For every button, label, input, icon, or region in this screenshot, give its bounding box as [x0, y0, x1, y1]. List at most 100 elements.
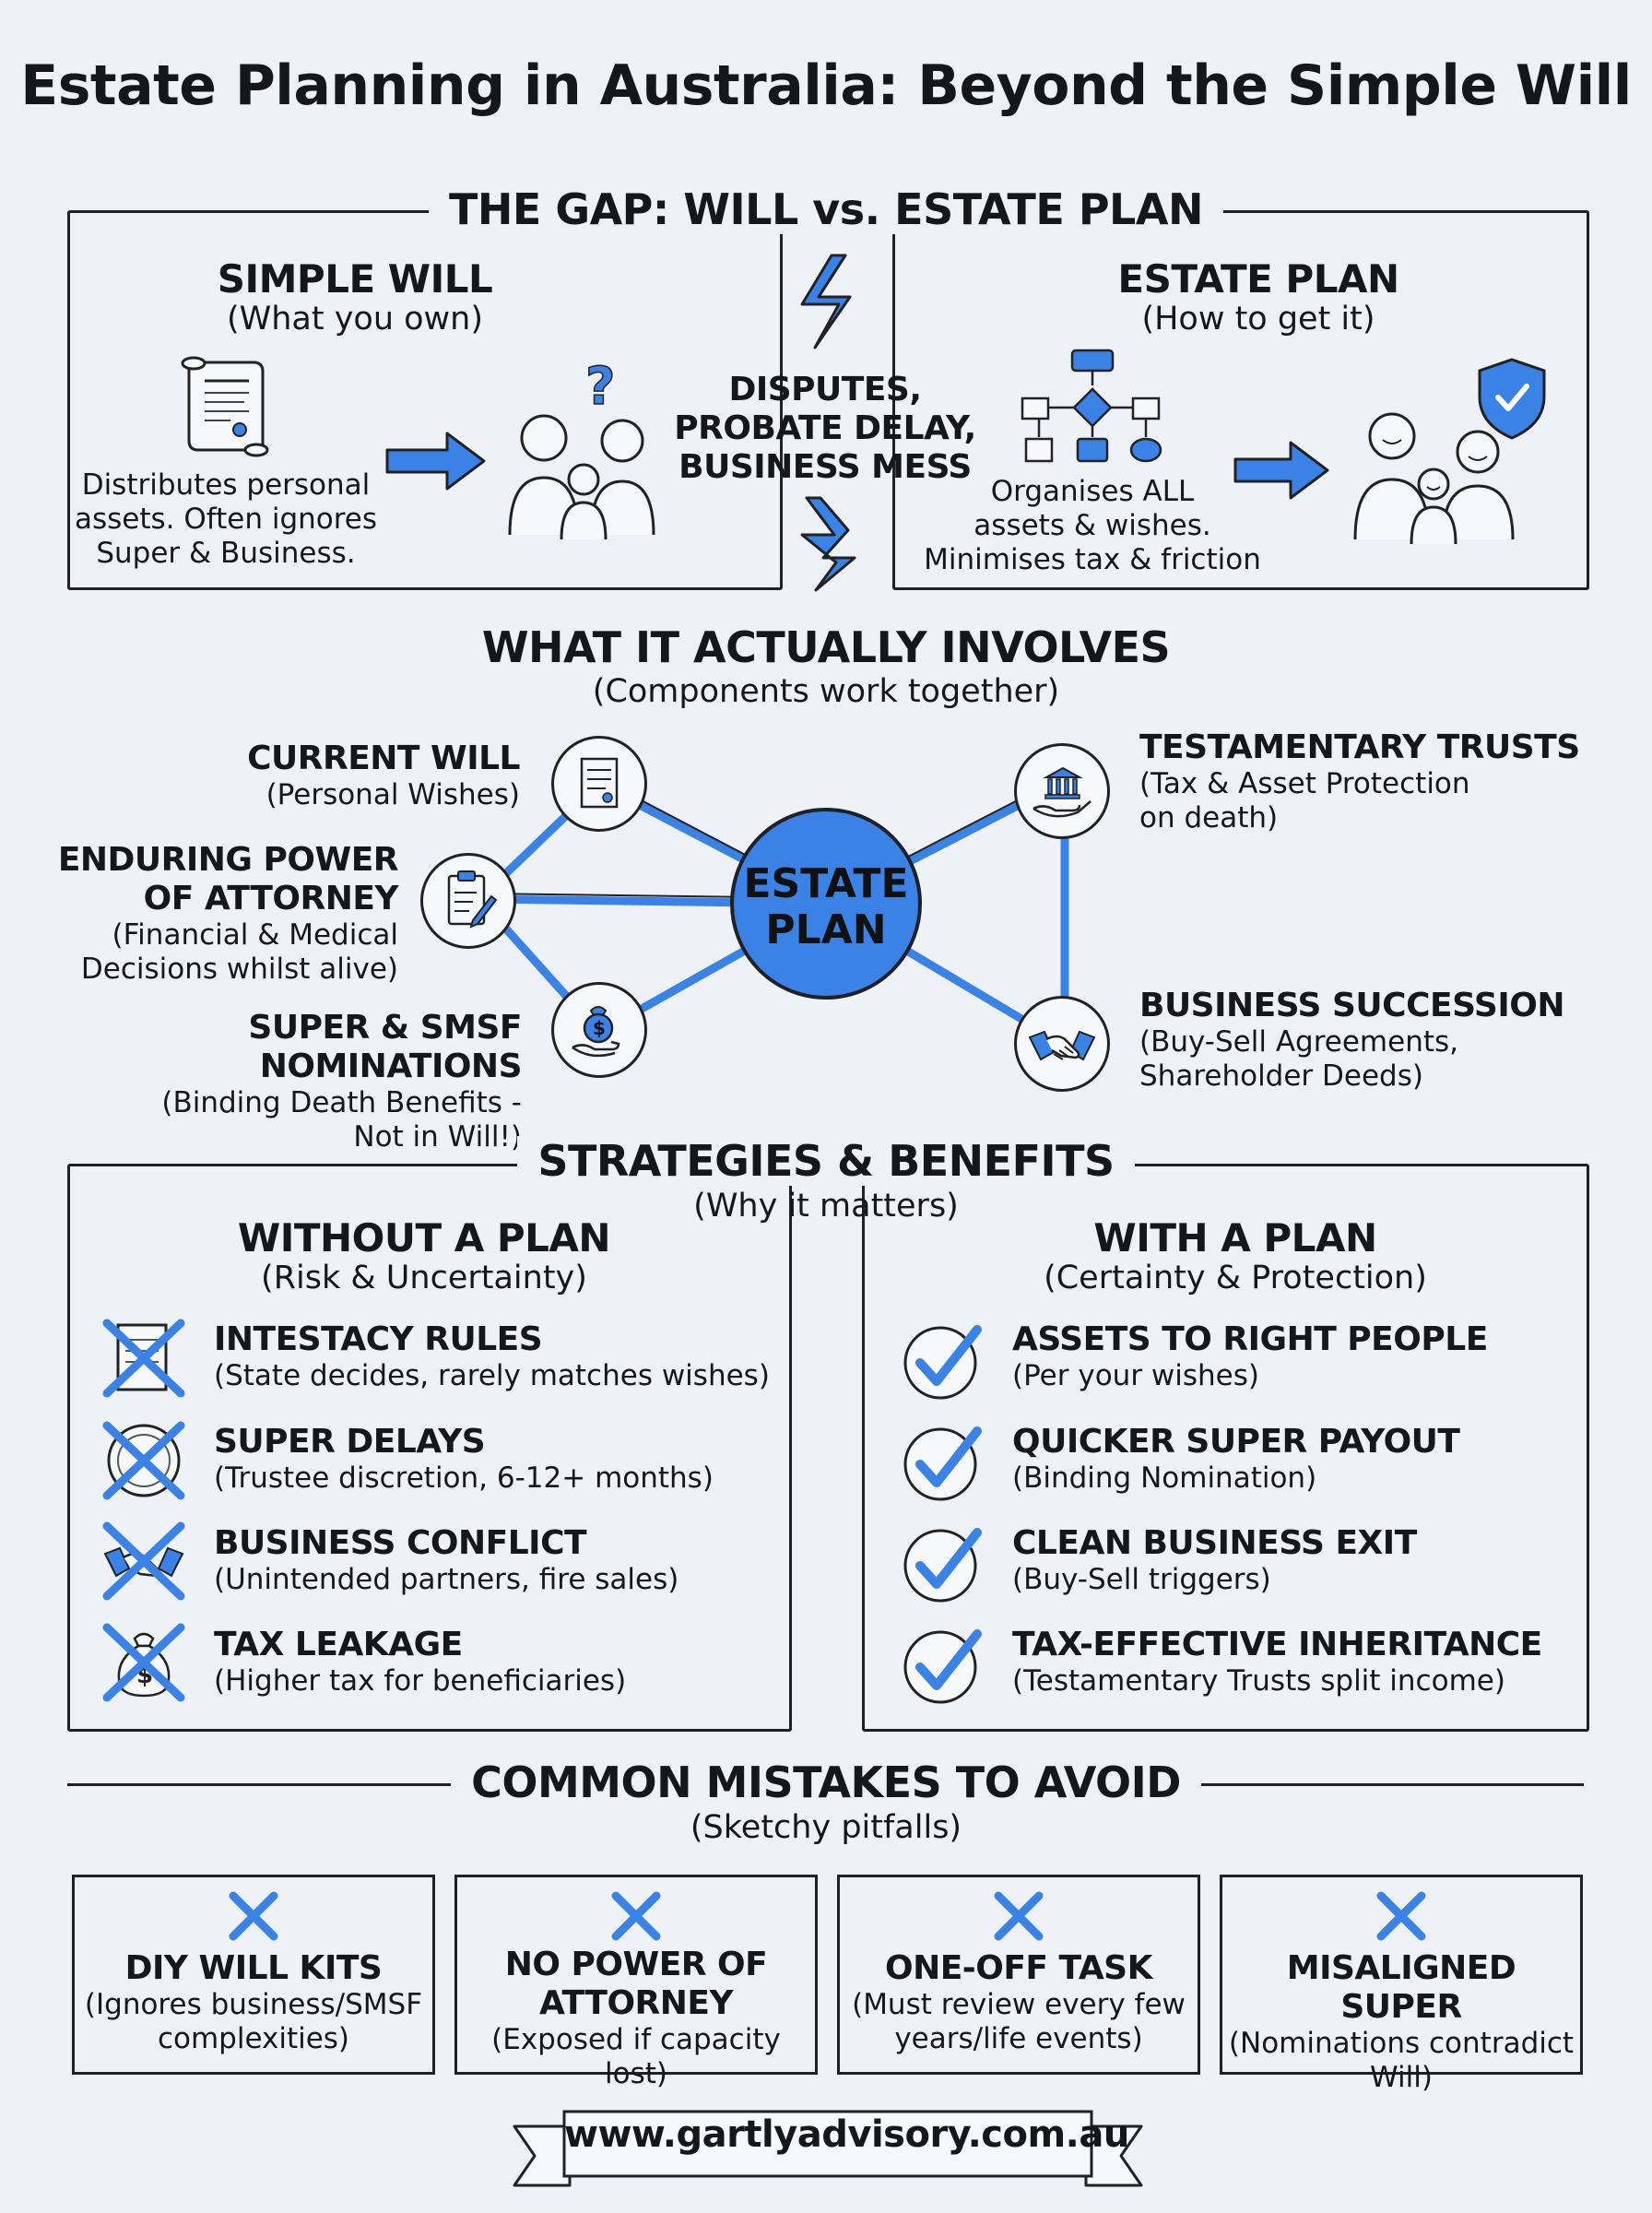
involves-subtitle: (Components work together) — [592, 673, 1060, 710]
quicker-super-payout-desc: (Binding Nomination) — [1012, 1462, 1317, 1495]
misaligned-super-desc-2: Will) — [1370, 2061, 1433, 2094]
estate-plan-desc-1: Organises ALL — [990, 475, 1195, 508]
mistakes-subtitle: (Sketchy pitfalls) — [690, 1809, 962, 1846]
without-plan-title: WITHOUT A PLAN — [237, 1215, 611, 1260]
misaligned-super-desc-1: (Nominations contradict — [1228, 2027, 1575, 2060]
footer-url-link[interactable]: www.gartlyadvisory.com.au — [564, 2113, 1129, 2156]
without-plan-box — [67, 1164, 792, 1732]
lightning-bolt-icon — [800, 254, 852, 349]
one-off-task-desc-2: years/life events) — [894, 2022, 1143, 2055]
intestacy-crossed-icon — [102, 1319, 185, 1398]
quicker-super-payout-title: QUICKER SUPER PAYOUT — [1012, 1423, 1460, 1461]
money-hand-icon: $ — [572, 1006, 620, 1058]
business-succession-node — [1014, 996, 1110, 1092]
clean-business-exit-desc: (Buy-Sell triggers) — [1012, 1563, 1271, 1596]
one-off-task-desc-1: (Must review every few — [852, 1988, 1186, 2021]
assets-right-people-desc: (Per your wishes) — [1012, 1359, 1259, 1392]
mistake-card-no-poa — [454, 1875, 818, 2075]
business-conflict-title: BUSINESS CONFLICT — [214, 1524, 587, 1562]
assets-right-people-title: ASSETS TO RIGHT PEOPLE — [1012, 1320, 1488, 1358]
tax-effective-inheritance-desc: (Testamentary Trusts split income) — [1012, 1664, 1505, 1698]
gap-issue-2: PROBATE DELAY, — [674, 409, 976, 447]
one-off-task-title: ONE-OFF TASK — [884, 1949, 1153, 1987]
x-mark-icon — [1376, 1891, 1426, 1941]
no-power-of-attorney-desc: (Exposed if capacity lost) — [491, 2023, 781, 2090]
x-mark-icon — [229, 1891, 278, 1941]
confused-family-icon: ? — [508, 356, 655, 540]
business-succession-subtitle-2: Shareholder Deeds) — [1139, 1059, 1423, 1093]
power-of-attorney-subtitle-1: (Financial & Medical — [112, 918, 398, 952]
testamentary-trusts-node — [1014, 743, 1110, 839]
diy-will-kits-desc-2: complexities) — [157, 2022, 350, 2055]
intestacy-rules-title: INTESTACY RULES — [214, 1320, 543, 1358]
x-mark-icon — [994, 1891, 1044, 1941]
footer-ribbon — [513, 2110, 1143, 2187]
simple-will-desc-2: assets. Often ignores — [74, 503, 378, 536]
without-plan-subtitle: (Risk & Uncertainty) — [261, 1260, 587, 1296]
clipboard-pen-icon — [447, 870, 498, 929]
super-delays-title: SUPER DELAYS — [214, 1423, 486, 1461]
checkmark-icon — [903, 1629, 982, 1704]
current-will-title: CURRENT WILL — [247, 740, 520, 777]
mistake-card-diy — [72, 1875, 435, 2075]
business-succession-subtitle-1: (Buy-Sell Agreements, — [1139, 1025, 1458, 1059]
super-nominations-subtitle-2: Not in Will!) — [353, 1120, 522, 1154]
power-of-attorney-node — [420, 853, 516, 949]
diy-will-kits-title: DIY WILL KITS — [124, 1949, 383, 1987]
will-scroll-icon — [580, 757, 619, 809]
handshake-crossed-icon — [102, 1521, 185, 1601]
testamentary-trusts-subtitle-1: (Tax & Asset Protection — [1139, 767, 1470, 800]
page-title: Estate Planning in Australia: Beyond the… — [20, 53, 1632, 118]
misaligned-super-title: MISALIGNED SUPER — [1286, 1949, 1516, 2026]
with-plan-title: WITH A PLAN — [1093, 1215, 1377, 1260]
clean-business-exit-title: CLEAN BUSINESS EXIT — [1012, 1524, 1417, 1562]
hub-label-2: PLAN — [765, 906, 887, 953]
testamentary-trusts-subtitle-2: on death) — [1139, 801, 1279, 834]
checkmark-icon — [903, 1528, 982, 1603]
business-conflict-desc: (Unintended partners, fire sales) — [214, 1563, 679, 1596]
current-will-node — [551, 736, 647, 832]
estate-plan-hub — [730, 808, 922, 1000]
gap-issue-1: DISPUTES, — [728, 371, 922, 408]
tax-effective-inheritance-title: TAX-EFFECTIVE INHERITANCE — [1012, 1626, 1542, 1663]
current-will-subtitle: (Personal Wishes) — [266, 778, 520, 811]
simple-will-desc-3: Super & Business. — [96, 537, 356, 570]
simple-will-title: SIMPLE WILL — [217, 256, 493, 302]
power-of-attorney-subtitle-2: Decisions whilst alive) — [80, 953, 398, 986]
flowchart-icon — [1021, 349, 1162, 463]
money-bag-crossed-icon: $ — [102, 1623, 185, 1702]
protected-family-icon — [1353, 358, 1546, 544]
arrow-right-icon — [385, 432, 486, 491]
mistake-card-one-off — [837, 1875, 1200, 2075]
svg-text:?: ? — [585, 357, 615, 417]
handshake-icon — [1028, 1030, 1096, 1061]
lightning-bolt-icon — [800, 496, 856, 592]
simple-will-subtitle: (What you own) — [226, 301, 484, 337]
tax-leakage-title: TAX LEAKAGE — [214, 1626, 463, 1663]
hub-label-1: ESTATE — [743, 860, 909, 907]
estate-plan-subtitle: (How to get it) — [1141, 301, 1375, 337]
mistake-card-misaligned — [1220, 1875, 1583, 2075]
estate-plan-desc-2: assets & wishes. — [974, 509, 1211, 542]
gap-heading: THE GAP: WILL vs. ESTATE PLAN — [429, 184, 1223, 234]
testamentary-trusts-title: TESTAMENTARY TRUSTS — [1139, 728, 1580, 766]
clock-crossed-icon — [102, 1421, 185, 1500]
estate-plan-title: ESTATE PLAN — [1117, 256, 1399, 302]
super-delays-desc: (Trustee discretion, 6-12+ months) — [214, 1462, 714, 1495]
no-power-of-attorney-title-1: NO POWER OF — [504, 1946, 768, 1983]
gap-issue-3: BUSINESS MESS — [678, 448, 972, 486]
intestacy-rules-desc: (State decides, rarely matches wishes) — [214, 1359, 770, 1392]
bank-hand-icon — [1032, 766, 1092, 818]
gap-right-box — [892, 210, 1589, 590]
gap-left-box — [67, 210, 783, 590]
involves-heading: WHAT IT ACTUALLY INVOLVES — [461, 622, 1191, 672]
checkmark-icon — [903, 1426, 982, 1501]
checkmark-icon — [903, 1325, 982, 1400]
simple-will-desc-1: Distributes personal — [81, 468, 371, 502]
tax-leakage-desc: (Higher tax for beneficiaries) — [214, 1664, 627, 1698]
with-plan-subtitle: (Certainty & Protection) — [1044, 1260, 1427, 1296]
diy-will-kits-desc-1: (Ignores business/SMSF — [84, 1988, 423, 2021]
power-of-attorney-title-2: OF ATTORNEY — [143, 880, 399, 917]
no-power-of-attorney-title-2: ATTORNEY — [538, 1984, 734, 2022]
